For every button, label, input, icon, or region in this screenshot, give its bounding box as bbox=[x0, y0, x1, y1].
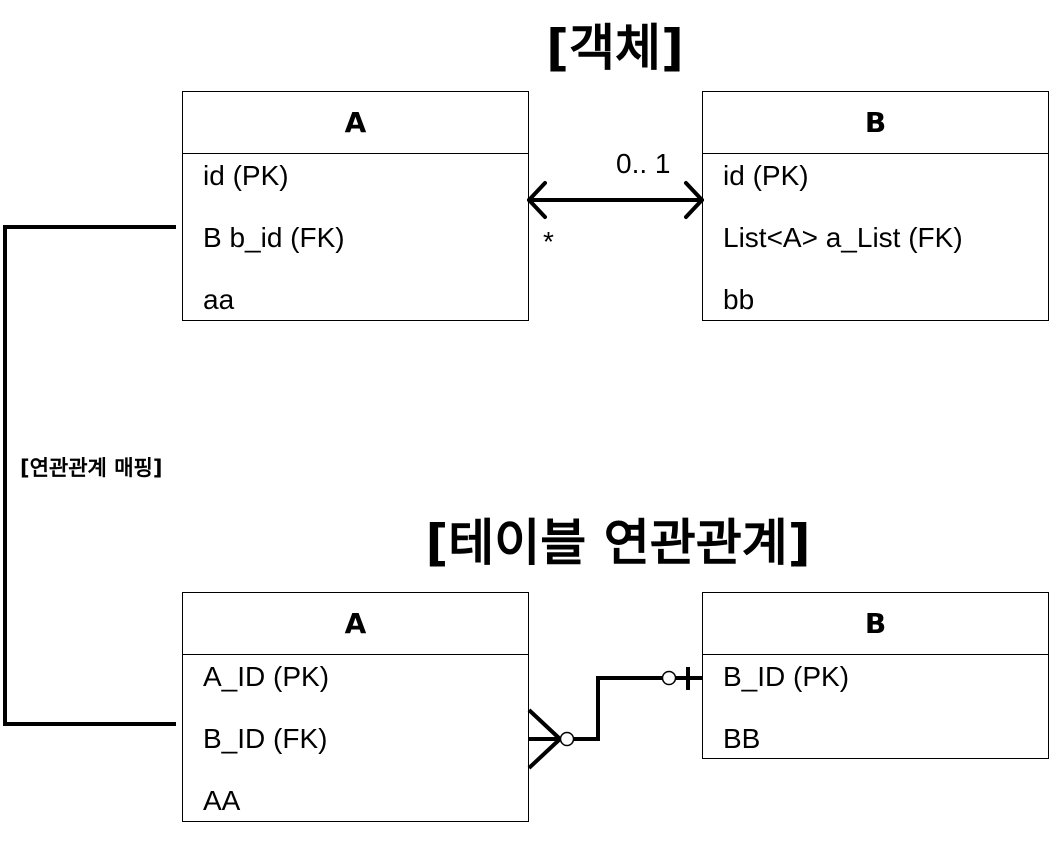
zero-or-many-marker bbox=[559, 731, 575, 747]
entity-fields: id (PK) B b_id (FK) aa bbox=[183, 154, 528, 340]
table-entity-b: B B_ID (PK) BB bbox=[702, 592, 1049, 759]
entity-header: B bbox=[703, 92, 1048, 154]
entity-header: A bbox=[183, 593, 528, 655]
table-title: [테이블 연관관계] bbox=[425, 514, 811, 572]
entity-field: bb bbox=[723, 284, 755, 315]
entity-field: aa bbox=[203, 284, 235, 315]
object-entity-a: A id (PK) B b_id (FK) aa bbox=[182, 91, 529, 321]
relationship-connector bbox=[527, 667, 702, 770]
entity-column: B_ID (FK) bbox=[203, 723, 328, 754]
multiplicity-a-label: * bbox=[543, 226, 554, 257]
entity-field: id (PK) bbox=[203, 160, 289, 191]
multiplicity-b-label: 0.. 1 bbox=[616, 148, 671, 179]
entity-fields: id (PK) List<A> a_List (FK) bb bbox=[703, 154, 1048, 340]
zero-or-one-marker bbox=[661, 670, 677, 686]
mapping-connector-line bbox=[3, 225, 176, 726]
entity-field: B b_id (FK) bbox=[203, 222, 345, 253]
object-entity-b: B id (PK) List<A> a_List (FK) bb bbox=[702, 91, 1049, 321]
entity-field: id (PK) bbox=[723, 160, 809, 191]
mapping-label: [연관관계 매핑] bbox=[20, 456, 163, 480]
entity-column: BB bbox=[723, 723, 761, 754]
entity-column: B_ID (PK) bbox=[723, 661, 850, 692]
connector-layer bbox=[3, 181, 704, 770]
entity-column: AA bbox=[203, 785, 241, 816]
entity-header: A bbox=[183, 92, 528, 154]
association-arrow bbox=[527, 181, 704, 219]
object-title: [객체] bbox=[546, 19, 684, 77]
table-entity-a: A A_ID (PK) B_ID (FK) AA bbox=[182, 592, 529, 822]
entity-column: A_ID (PK) bbox=[203, 661, 330, 692]
entity-field: List<A> a_List (FK) bbox=[723, 222, 963, 253]
entity-header: B bbox=[703, 593, 1048, 655]
entity-columns: A_ID (PK) B_ID (FK) AA bbox=[183, 655, 528, 841]
entity-columns: B_ID (PK) BB bbox=[703, 655, 1048, 779]
